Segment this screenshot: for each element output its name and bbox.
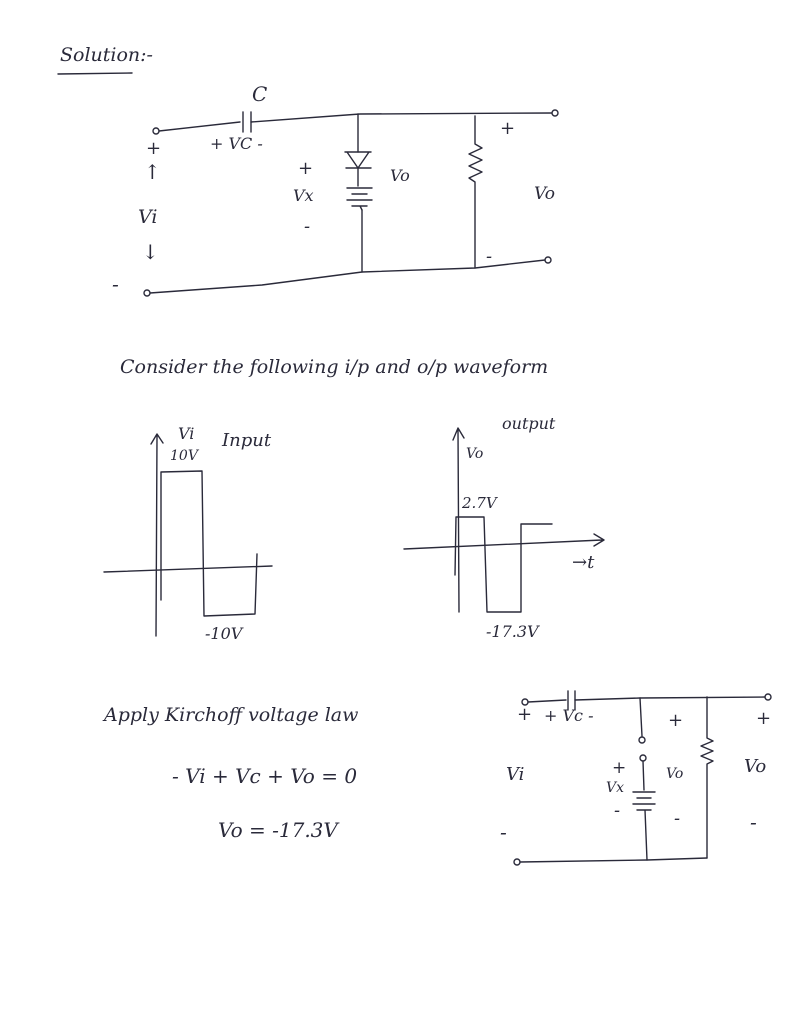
c2-input-minus: - [500, 820, 507, 844]
c1-vx-plus: + [298, 158, 314, 179]
c1-vi-down-arrow: ↓ [142, 240, 159, 264]
bottom-wire [149, 259, 546, 294]
c1-output-plus: + [500, 118, 516, 139]
c1-output-vo-label: Vo [534, 184, 555, 204]
c1-diode-vo-label: Vo [390, 166, 410, 185]
output-square-wave [454, 516, 553, 613]
consider-waveform-text: Consider the following i/p and o/p wavef… [120, 356, 549, 378]
capacitor-plates [242, 111, 252, 133]
output-y-axis [452, 427, 465, 613]
input-terminal-top [152, 127, 160, 135]
c1-vi-minus: - [112, 272, 119, 296]
input-x-axis [103, 565, 273, 573]
c2-open-node-top [638, 736, 646, 744]
input-y-axis [150, 433, 164, 637]
c1-vx-label: Vx [293, 186, 314, 205]
output-vo-axis-label: Vo [466, 446, 484, 462]
c2-output-plus: + [756, 708, 772, 729]
c1-vc-label: + VC - [210, 134, 263, 153]
top-wire-right [250, 112, 553, 123]
diode-branch-wire [357, 113, 363, 273]
c2-top-wire-right [574, 696, 766, 701]
c2-branch-vo-label: Vo [666, 766, 684, 782]
input-square-wave [160, 470, 258, 617]
kvl-result: Vo = -17.3V [218, 818, 338, 842]
c1-vi-label: Vi [138, 206, 158, 228]
input-graph-title: Input [222, 430, 272, 451]
output-high-level-label: 2.7V [462, 494, 497, 512]
output-terminal-bottom [544, 256, 552, 264]
c2-battery-symbol [632, 760, 656, 861]
battery-symbol [346, 167, 373, 211]
c1-output-minus: - [486, 246, 493, 267]
heading-underline [57, 72, 133, 75]
input-waveform-graph [103, 433, 273, 637]
diode-symbol [344, 151, 372, 169]
c2-branch-minus: - [674, 808, 681, 829]
c1-capacitor-label: C [252, 82, 268, 106]
c2-input-plus: + [517, 704, 533, 725]
c2-output-minus: - [750, 810, 757, 834]
c2-bottom-wire [519, 857, 708, 863]
c2-resistor-symbol [700, 696, 714, 859]
input-vi-axis-label: Vi [178, 424, 195, 443]
c1-vx-minus: - [304, 216, 311, 237]
c2-output-terminal-top [764, 693, 772, 701]
output-time-label: →t [572, 552, 595, 573]
output-x-axis [403, 533, 605, 550]
c2-open-node-bottom [639, 754, 647, 762]
circuit-2 [513, 690, 772, 866]
output-graph-title: output [502, 414, 556, 433]
kvl-equation: - Vi + Vc + Vo = 0 [172, 764, 358, 788]
output-low-level-label: -17.3V [486, 622, 539, 641]
c1-vi-plus: + [146, 138, 162, 159]
top-wire-left [158, 121, 241, 132]
output-terminal-top [551, 109, 559, 117]
c2-top-wire-left [527, 699, 567, 703]
c2-open-branch-top [639, 697, 643, 737]
input-low-level-label: -10V [205, 624, 243, 643]
c2-vx-minus: - [614, 800, 621, 821]
solution-heading: Solution:- [60, 44, 153, 66]
input-terminal-bottom [143, 289, 151, 297]
c2-vx-plus: + [612, 758, 627, 778]
c2-branch-plus: + [668, 710, 684, 731]
c1-vi-up-arrow: ↑ [144, 160, 161, 184]
c2-input-terminal-bottom [513, 858, 521, 866]
output-waveform-graph [403, 427, 605, 613]
c2-output-vo-label: Vo [744, 756, 767, 777]
c2-vc-label: + Vc - [544, 706, 594, 725]
kvl-apply-text: Apply Kirchoff voltage law [104, 704, 359, 726]
input-high-level-label: 10V [170, 448, 198, 464]
resistor-symbol [468, 115, 483, 269]
circuit-1 [143, 109, 559, 297]
c2-vx-label: Vx [606, 780, 625, 796]
c2-vi-label: Vi [506, 764, 525, 785]
